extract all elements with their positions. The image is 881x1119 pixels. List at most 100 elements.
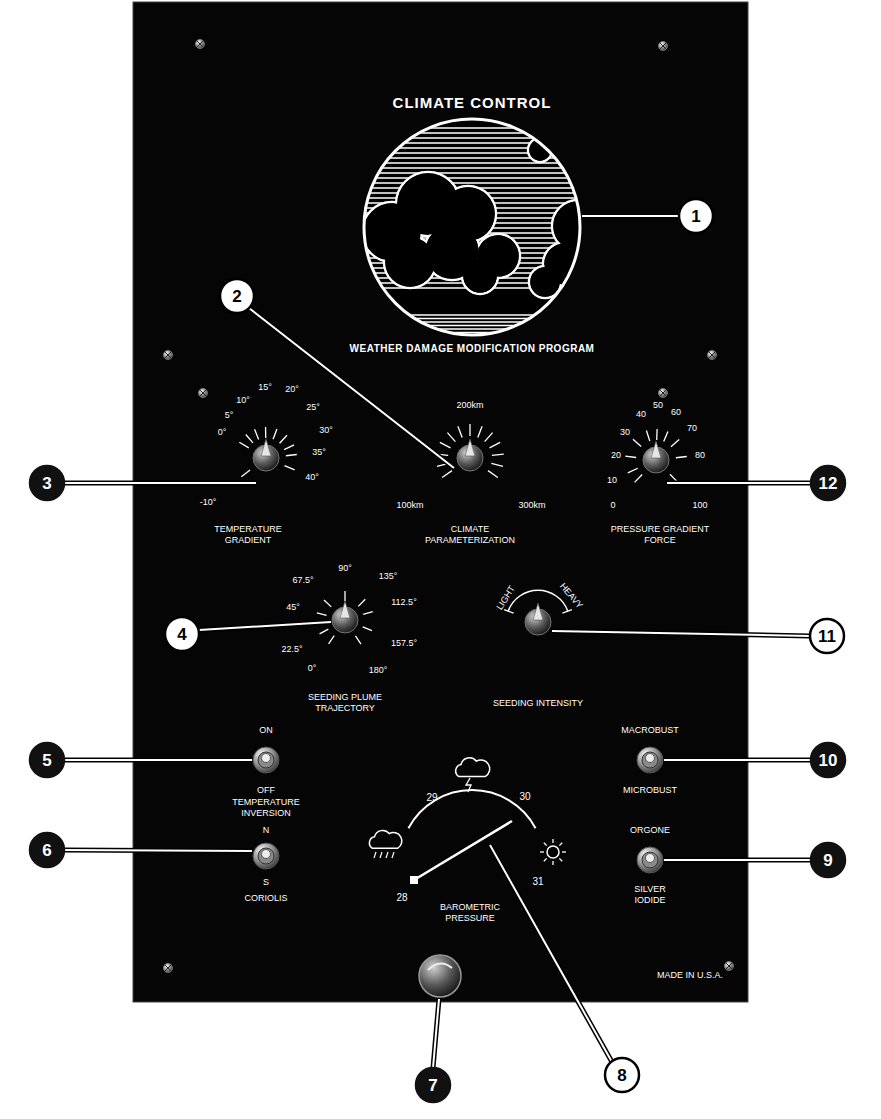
- scale-label: 0°: [218, 427, 227, 438]
- leader-core: [490, 845, 612, 1062]
- leader-core: [249, 308, 454, 468]
- control-name: SEEDING INTENSITY: [493, 698, 583, 709]
- sky-stripe: [360, 127, 584, 128]
- leader-edge: [490, 845, 612, 1062]
- sea-stripe: [360, 314, 584, 316]
- screw-slot: [660, 43, 666, 49]
- screw-head: [659, 42, 668, 51]
- panel-screw: [659, 42, 668, 51]
- scale-label: 20: [611, 450, 621, 461]
- panel-screw: [199, 389, 208, 398]
- callout-number: 6: [42, 842, 51, 859]
- screw-head: [708, 351, 717, 360]
- leader-core: [552, 631, 810, 636]
- scale-label: 28: [396, 892, 407, 904]
- scale-label: -10°: [200, 497, 217, 508]
- emblem-ground: [360, 115, 584, 339]
- switch-lever: [262, 850, 271, 859]
- scale-label: 100km: [396, 500, 423, 511]
- emblem-rim: [364, 119, 580, 335]
- dial-tick: [671, 439, 679, 446]
- scale-label: 67.5°: [292, 575, 313, 586]
- leader-edge: [433, 999, 439, 1068]
- sky-stripe: [360, 142, 584, 143]
- scale-label: 80: [695, 450, 705, 461]
- callout-circle: [30, 743, 64, 777]
- screw-head: [659, 389, 668, 398]
- sun-ray: [544, 843, 547, 846]
- scale-label: OFF: [257, 785, 275, 796]
- panel-screw: [708, 351, 717, 360]
- scale-label: CORIOLIS: [244, 893, 287, 904]
- callout-circle: [165, 617, 199, 651]
- dial-knob: [332, 601, 358, 633]
- scale-label: 0°: [308, 663, 317, 674]
- leader-core: [664, 759, 811, 761]
- leader-line: [64, 483, 256, 484]
- leader-edge: [582, 214, 679, 219]
- leader-line: [433, 999, 439, 1068]
- sea-stripe: [360, 328, 584, 330]
- dial-tick: [676, 456, 687, 457]
- dial-tick: [447, 433, 455, 442]
- callout-number: 10: [819, 752, 838, 769]
- dial-tick: [355, 636, 361, 644]
- dial-tick: [358, 599, 365, 606]
- leader-line: [199, 622, 331, 630]
- scale-label: 31: [532, 876, 543, 888]
- leader-line: [490, 845, 612, 1062]
- knob-pointer: [261, 439, 271, 456]
- switch-lever: [646, 854, 655, 863]
- scale-label: S: [263, 877, 269, 888]
- dial-tick: [440, 442, 451, 448]
- sun-ray: [559, 858, 562, 861]
- emblem-illustration: [360, 115, 604, 340]
- screw-slot: [709, 352, 715, 358]
- callout-circle: [679, 199, 713, 233]
- scale-label: 29: [426, 792, 437, 804]
- scale-label: 10°: [236, 395, 250, 406]
- callout-number: 11: [818, 628, 836, 645]
- scale-label: ON: [259, 725, 273, 736]
- dial-tick: [562, 610, 571, 613]
- sky-stripe: [360, 182, 584, 183]
- scale-label: MICROBUST: [623, 785, 677, 796]
- panel-screw: [725, 962, 734, 971]
- leader-line: [582, 216, 679, 217]
- emblem-title: CLIMATE CONTROL: [393, 94, 552, 111]
- dial-tick: [625, 456, 636, 457]
- scale-label: 30: [519, 791, 530, 803]
- leader-edge: [552, 631, 810, 636]
- dial-tick: [329, 636, 335, 644]
- callout-number: 7: [428, 1077, 437, 1094]
- scale-label: ORGONE: [630, 825, 670, 836]
- scale-label: 157.5°: [391, 638, 417, 649]
- scale-label: MACROBUST: [621, 725, 679, 736]
- sea-stripe: [360, 318, 584, 320]
- sun-ray: [544, 858, 547, 861]
- callout-number: 9: [823, 852, 832, 869]
- control-name: TEMPERATURE GRADIENT: [198, 524, 298, 546]
- dial-tick: [664, 431, 668, 441]
- switch-collar: [258, 848, 274, 864]
- screw-slot: [165, 352, 171, 358]
- scale-label: 5°: [225, 410, 234, 421]
- leader-line: [64, 760, 252, 761]
- cloud-fill: [530, 267, 559, 296]
- callout-circle: [605, 1058, 639, 1092]
- cloud-fill: [558, 142, 573, 157]
- callout-circle: [30, 466, 64, 500]
- callout-number: 5: [42, 752, 51, 769]
- dial-tick: [628, 468, 638, 473]
- scale-label: 40: [636, 409, 646, 420]
- callout-circle: [810, 619, 844, 653]
- dial-tick: [284, 466, 294, 470]
- scale-label: 35°: [312, 447, 326, 458]
- knob-pointer: [465, 439, 475, 456]
- control-name: PRESSURE GRADIENT FORCE: [610, 524, 710, 546]
- dial-tick: [317, 613, 327, 615]
- screw-head: [725, 962, 734, 971]
- leader-edge: [64, 850, 252, 851]
- dial-tick: [635, 474, 643, 482]
- storm-cloud-icon: [456, 758, 490, 777]
